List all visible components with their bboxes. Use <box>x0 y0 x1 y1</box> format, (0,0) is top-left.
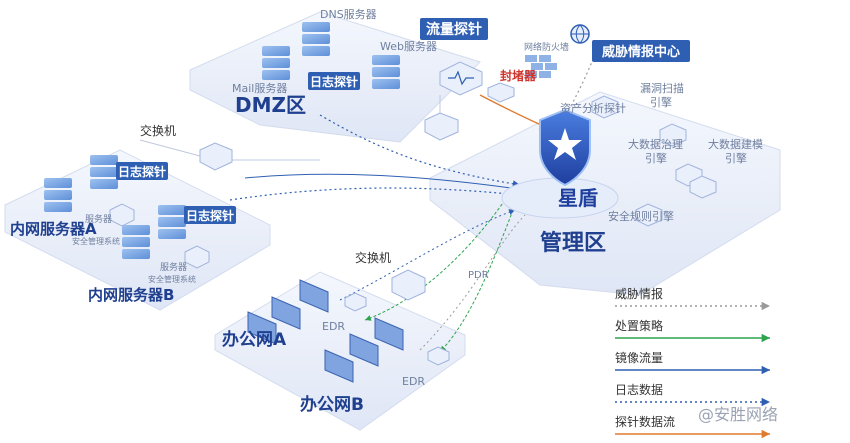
globe-icon <box>570 24 590 44</box>
server-label-a: 服务器 <box>85 213 112 225</box>
svg-text:日志探针: 日志探针 <box>118 164 166 179</box>
server-inner-b <box>122 205 186 259</box>
monitors <box>247 279 404 383</box>
watermark: @安胜网络 <box>698 405 778 424</box>
edr-label-2: EDR <box>402 375 425 388</box>
server-label-b: 服务器 <box>160 261 187 273</box>
log-probe-inner-b: 日志探针 <box>184 206 236 224</box>
sec-rule-label: 安全规则引擎 <box>608 209 674 223</box>
svg-text:流量探针: 流量探针 <box>426 21 482 38</box>
policy-line-1 <box>364 199 506 321</box>
switch-label-1: 交换机 <box>140 123 176 138</box>
zone-office-b: 办公网B <box>300 394 364 415</box>
zone-mgmt: 管理区 <box>540 230 606 256</box>
sec-mgmt-label-a: 安全管理系统 <box>72 236 120 246</box>
legend-label: 处置策略 <box>615 318 663 333</box>
zone-inner-b: 内网服务器B <box>88 286 174 304</box>
bigdata-gov-label: 大数据治理引擎 <box>628 137 683 165</box>
bigdata-model-label: 大数据建模引擎 <box>708 137 763 165</box>
svg-text:威胁情报中心: 威胁情报中心 <box>602 44 680 60</box>
blocker-icon <box>487 82 515 103</box>
threat-center-label: 威胁情报中心 <box>592 40 690 62</box>
log-line-dmz <box>319 114 521 188</box>
pdr-label: PDR <box>468 270 489 281</box>
legend-label: 日志数据 <box>615 382 663 397</box>
flow-probe-label: 流量探针 <box>420 18 488 40</box>
log-line-inner <box>229 187 521 201</box>
asset-probe-label: 资产分析探针 <box>560 101 626 115</box>
flow-probe-icon <box>439 61 483 96</box>
switch-icon <box>199 142 233 171</box>
sec-mgmt-label-b: 安全管理系统 <box>148 274 196 284</box>
log-probe-inner-a: 日志探针 <box>116 162 168 180</box>
legend-label: 威胁情报 <box>615 286 663 301</box>
server-web <box>372 55 400 89</box>
dmz-switch-icon <box>424 112 459 141</box>
server-inner-a <box>44 155 118 212</box>
mail-label: Mail服务器 <box>232 82 287 95</box>
zone-inner-a: 内网服务器A <box>10 220 97 238</box>
legend-label: 镜像流量 <box>615 350 663 365</box>
web-label: Web服务器 <box>380 40 437 53</box>
firewall-label: 网络防火墙 <box>524 41 569 53</box>
server-dns <box>302 22 330 56</box>
probe-line <box>479 94 549 129</box>
switch-label-2: 交换机 <box>355 250 391 265</box>
edr-label-1: EDR <box>322 320 345 333</box>
firewall-icon <box>525 55 557 78</box>
sec-mgmt-icons <box>109 203 450 366</box>
log-probe-dmz: 日志探针 <box>308 72 360 90</box>
blocker-label: 封堵器 <box>500 68 537 83</box>
legend-label: 探针数据流 <box>615 414 675 429</box>
mirror-line <box>244 173 526 193</box>
brand-label: 星盾 <box>558 186 598 210</box>
engine-icons <box>591 95 717 227</box>
switch-icon-2 <box>391 269 426 301</box>
dns-label: DNS服务器 <box>320 8 377 21</box>
svg-text:日志探针: 日志探针 <box>186 208 234 223</box>
svg-text:日志探针: 日志探针 <box>310 74 358 89</box>
policy-line-2 <box>439 204 516 353</box>
zone-dmz: DMZ区 <box>235 93 306 117</box>
edr-log-line <box>339 209 516 301</box>
vuln-engine-label: 漏洞扫描引擎 <box>640 81 684 109</box>
zone-office-a: 办公网A <box>222 329 287 350</box>
server-mail <box>262 46 290 80</box>
shield-icon <box>501 108 619 219</box>
